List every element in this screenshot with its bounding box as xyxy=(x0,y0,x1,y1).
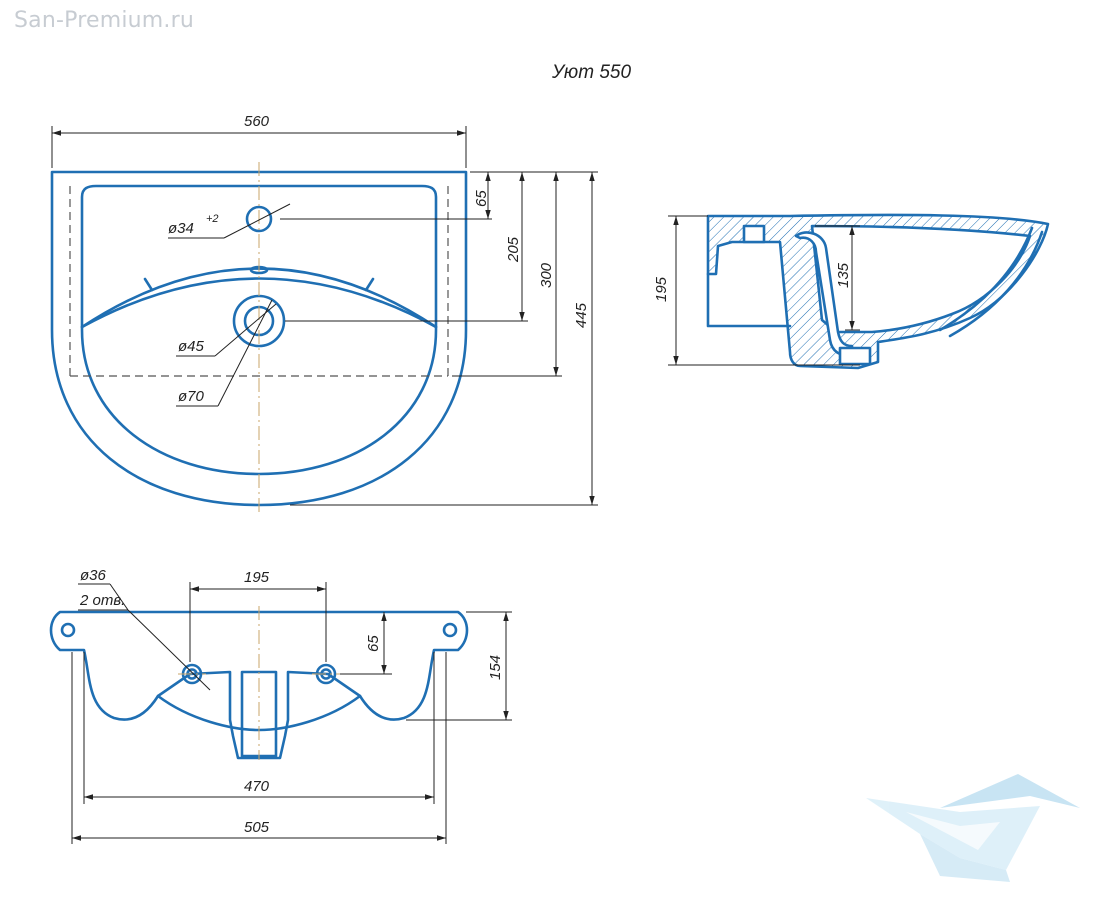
dim-side-height: 195 xyxy=(653,276,670,302)
label-drain-outer: ø70 xyxy=(178,388,205,405)
label-drain-inner: ø45 xyxy=(178,338,205,355)
brand-logo xyxy=(866,774,1080,882)
dim-tap-offset: 65 xyxy=(473,190,490,207)
dim-depth-445: 445 xyxy=(573,302,590,328)
tap-hole xyxy=(245,205,273,233)
basin-inner-rim xyxy=(80,184,438,476)
dim-inner-width: 470 xyxy=(244,778,270,795)
dim-rear-height: 154 xyxy=(487,655,504,680)
dim-hole-spacing: 195 xyxy=(244,569,270,586)
label-mount-holes: ø36 xyxy=(80,567,107,584)
side-section: 195 135 xyxy=(653,213,1050,370)
bowl-lower-edge xyxy=(80,277,438,329)
rear-outline xyxy=(49,610,469,760)
dim-width-560: 560 xyxy=(244,113,270,130)
dim-cutout: 300 xyxy=(538,262,555,288)
label-tap-hole: ø34 xyxy=(168,220,194,237)
dim-drain-depth: 135 xyxy=(835,262,852,288)
label-tap-hole-tolerance: +2 xyxy=(206,213,219,225)
dim-outer-width: 505 xyxy=(244,819,270,836)
rear-view: 195 65 154 470 505 ø36 2 отв. xyxy=(49,567,512,844)
dim-drain-offset: 205 xyxy=(505,236,522,263)
top-view: 560 65 205 300 445 ø34 +2 ø45 ø70 xyxy=(50,113,598,512)
dim-hole-height: 65 xyxy=(365,635,382,652)
drawing-title: Уют 550 xyxy=(551,62,631,83)
watermark-site: San-Premium.ru xyxy=(14,8,195,33)
label-mount-holes-count: 2 отв. xyxy=(79,592,125,609)
